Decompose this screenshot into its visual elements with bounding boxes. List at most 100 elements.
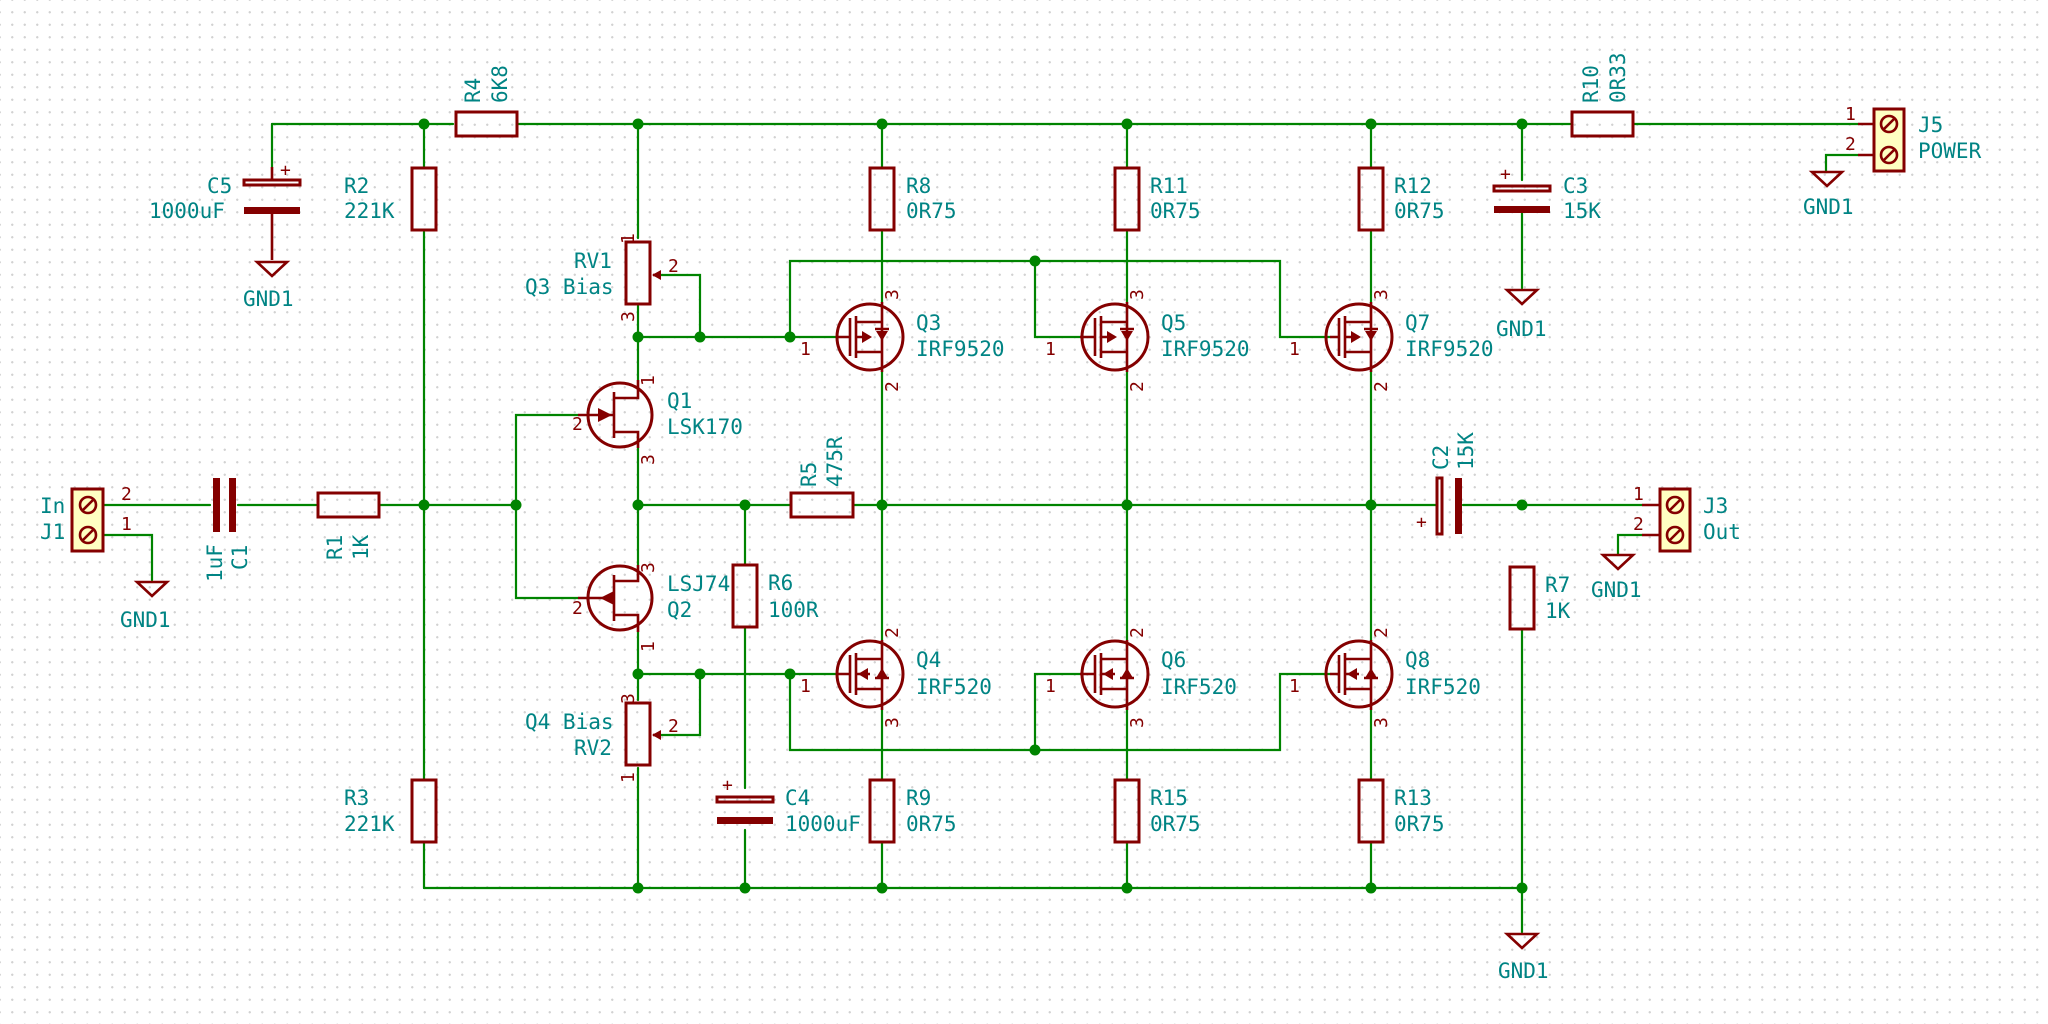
resistor-body: [1113, 778, 1141, 844]
component-ref: R11: [1150, 174, 1188, 198]
jfet-q1[interactable]: 2 1 3 Q1 LSK170: [572, 375, 743, 465]
component-value: IRF9520: [1161, 337, 1250, 361]
capacitor-plate-positive: [715, 795, 775, 804]
capacitor-c4[interactable]: + C4 1000uF: [715, 775, 861, 836]
transistor-body: [1324, 639, 1394, 709]
potentiometer-rv2[interactable]: 3 2 1 Q4 Bias RV2: [525, 693, 679, 783]
potentiometer-body: [624, 240, 652, 306]
connector-j3[interactable]: 1 2 J3 Out: [1633, 484, 1741, 553]
resistor-body: [316, 491, 381, 519]
capacitor-c2[interactable]: + C2 15K: [1416, 432, 1478, 536]
connector-pin-lead: [1858, 122, 1874, 157]
resistor-r13[interactable]: R13 0R75: [1357, 778, 1445, 844]
junction: [632, 118, 644, 130]
capacitor-c1[interactable]: C1 1uF: [203, 478, 252, 582]
pin-number: 3: [638, 562, 659, 573]
resistor-r10[interactable]: R10 0R33: [1570, 52, 1635, 138]
component-value: 1K: [1545, 599, 1571, 623]
screw-terminal-icon: [1879, 114, 1899, 134]
capacitor-plate-negative: [1455, 478, 1462, 534]
resistor-r6[interactable]: R6 100R: [731, 563, 819, 629]
junction: [1516, 118, 1528, 130]
resistor-r11[interactable]: R11 0R75: [1113, 166, 1201, 232]
pin-number: 2: [1371, 627, 1392, 638]
connector-body: [70, 487, 105, 553]
component-ref: Q4: [916, 648, 941, 672]
mosfet-diode: [1365, 668, 1377, 678]
jfet-q2[interactable]: 2 3 1 LSJ74 Q2: [572, 562, 730, 652]
resistor-r5[interactable]: R5 475R: [789, 436, 855, 519]
resistor-r7[interactable]: R7 1K: [1508, 565, 1571, 631]
potentiometer-body: [624, 701, 652, 767]
mosfet-diode: [876, 668, 888, 678]
component-value: 0R75: [1394, 199, 1445, 223]
component-ref: J1: [40, 520, 65, 544]
component-ref: R2: [344, 174, 369, 198]
transistor-body: [1324, 302, 1394, 372]
capacitor-plate-positive: [242, 178, 302, 187]
resistor-r8[interactable]: R8 0R75: [868, 166, 957, 232]
pin-number: 1: [1045, 339, 1056, 360]
ground-icon: [253, 260, 291, 278]
mosfet-diode: [1121, 331, 1133, 341]
mosfet-q8[interactable]: 1 2 3 Q8 IRF520: [1289, 627, 1481, 728]
component-value: IRF9520: [1405, 337, 1494, 361]
junction: [1365, 118, 1377, 130]
mosfet-arrow: [1107, 331, 1117, 343]
pin-number: 1: [1633, 484, 1644, 505]
wire-j5-gnd: [1824, 153, 1860, 174]
resistor-r1[interactable]: R1 1K: [316, 491, 381, 560]
connector-body: [1658, 487, 1692, 553]
wire-gate-lower-bus: [788, 672, 1332, 752]
resistor-r2[interactable]: R2 221K: [344, 166, 438, 232]
resistor-r9[interactable]: R9 0R75: [868, 778, 957, 844]
pin-number: 1: [800, 339, 811, 360]
ground-icon: [133, 580, 171, 598]
capacitor-c5[interactable]: + C5 1000uF: [149, 160, 302, 260]
pin-number: 3: [882, 717, 903, 728]
component-value: 15K: [1454, 432, 1478, 470]
mosfet-arrow: [1347, 668, 1357, 680]
pin-number: 1: [800, 676, 811, 697]
resistor-body: [410, 778, 438, 844]
component-ref: R9: [906, 786, 931, 810]
wire-rv1-wiper: [658, 273, 702, 339]
connector-j5[interactable]: 1 2 J5 POWER: [1845, 104, 1982, 173]
connector-j1[interactable]: 2 1 In J1: [40, 484, 132, 553]
resistor-r3[interactable]: R3 221K: [344, 778, 438, 844]
component-ref: Q6: [1161, 648, 1186, 672]
resistor-r15[interactable]: R15 0R75: [1113, 778, 1201, 844]
component-ref: Q8: [1405, 648, 1430, 672]
component-value: Q4 Bias: [525, 710, 614, 734]
mosfet-q6[interactable]: 1 2 3 Q6 IRF520: [1045, 627, 1237, 728]
mosfet-q7[interactable]: 1 3 2 Q7 IRF9520: [1289, 289, 1494, 392]
resistor-body: [1357, 166, 1385, 232]
mosfet-q5[interactable]: 1 3 2 Q5 IRF9520: [1045, 289, 1250, 392]
component-ref: R7: [1545, 573, 1570, 597]
pin-number: 3: [882, 289, 903, 300]
component-ref: R4: [461, 78, 485, 103]
capacitor-plate-negative: [244, 207, 300, 214]
component-value: 15K: [1563, 199, 1601, 223]
capacitor-plate: [229, 478, 236, 532]
junction: [694, 331, 706, 343]
pin-number: 3: [1371, 717, 1392, 728]
mosfet-q3[interactable]: 1 3 2 Q3 IRF9520: [800, 289, 1005, 392]
resistor-r12[interactable]: R12 0R75: [1357, 166, 1445, 232]
component-value: 1000uF: [149, 199, 225, 223]
wire-gate-upper-bus: [788, 259, 1332, 339]
component-value: IRF520: [1161, 675, 1237, 699]
component-value: 100R: [768, 598, 819, 622]
mosfet-q4[interactable]: 1 2 3 Q4 IRF520: [800, 627, 992, 728]
resistor-r4[interactable]: R4 6K8: [454, 65, 519, 138]
component-value: IRF520: [1405, 675, 1481, 699]
pin-number: 1: [618, 233, 639, 244]
potentiometer-rv1[interactable]: 1 2 3 RV1 Q3 Bias: [525, 233, 679, 322]
polarity-mark: +: [1500, 164, 1511, 185]
component-ref: C4: [785, 786, 810, 810]
ground-icon: [1503, 932, 1541, 950]
ground-label: GND1: [1496, 317, 1547, 341]
component-ref: R12: [1394, 174, 1432, 198]
capacitor-c3[interactable]: + C3 15K: [1492, 164, 1601, 223]
wire-j3-gnd: [1616, 533, 1644, 557]
